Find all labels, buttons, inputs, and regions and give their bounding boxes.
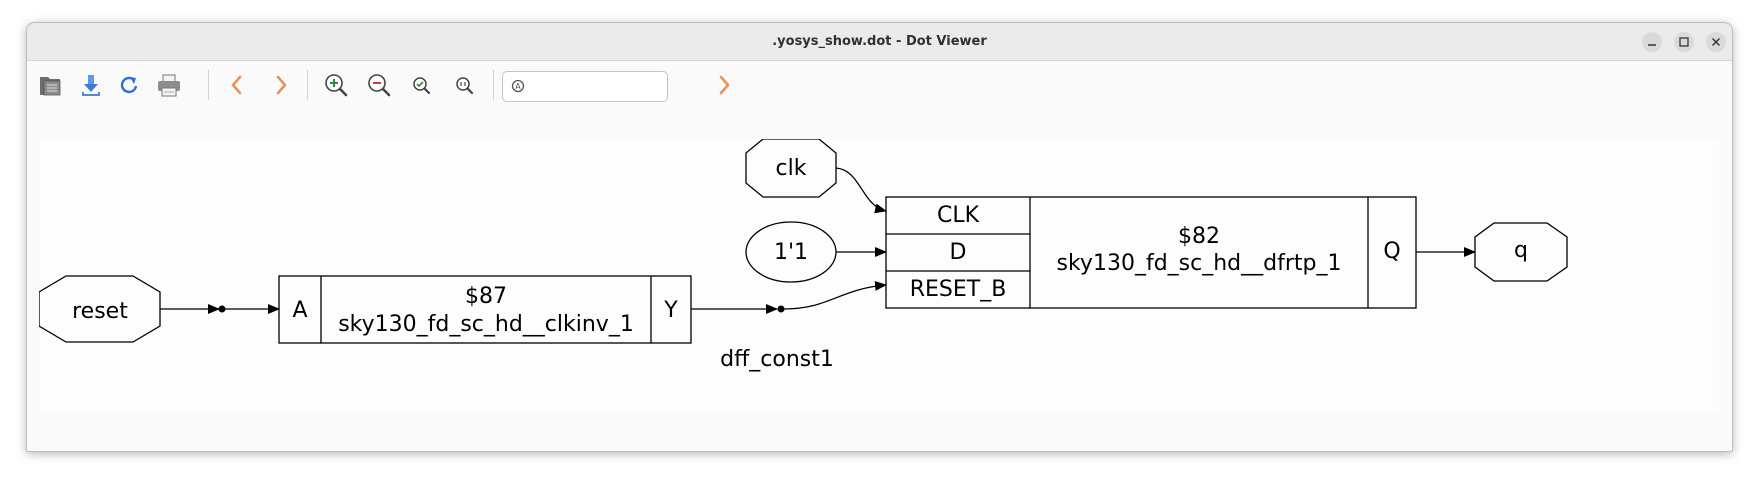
port-a-label: A (292, 298, 307, 323)
zoom-out-button[interactable] (363, 69, 395, 101)
toolbar-separator (307, 70, 308, 100)
dot-viewer-window: .yosys_show.dot - Dot Viewer (26, 22, 1733, 452)
node-clk-label: clk (776, 156, 807, 181)
zoom-fit-button[interactable] (405, 69, 437, 101)
node-reset[interactable]: reset (38, 275, 161, 343)
node-q-label: q (1514, 238, 1528, 263)
title-bar[interactable]: .yosys_show.dot - Dot Viewer (27, 23, 1732, 61)
maximize-button[interactable] (1674, 32, 1694, 52)
search-field[interactable]: A (502, 71, 668, 102)
print-button[interactable] (153, 69, 185, 101)
node-clk[interactable]: clk (745, 138, 837, 198)
node-const[interactable]: 1'1 (745, 221, 837, 283)
cell-82-type: sky130_fd_sc_hd__dfrtp_1 (1057, 251, 1342, 276)
port-y-label: Y (663, 298, 678, 323)
window-title: .yosys_show.dot - Dot Viewer (772, 34, 987, 49)
node-reset-label: reset (72, 299, 128, 324)
junction-dot (218, 305, 226, 313)
graph-canvas[interactable]: reset A $87 sky130_fd_sc_hd__clkinv_1 Y … (38, 138, 1719, 411)
toolbar-separator (208, 70, 209, 100)
chevron-right-icon (276, 75, 287, 95)
cell-82-id: $82 (1178, 224, 1220, 249)
minimize-button[interactable] (1642, 32, 1662, 52)
node-q[interactable]: q (1474, 222, 1568, 282)
reload-button[interactable] (113, 69, 145, 101)
zoom-in-icon (325, 74, 348, 97)
junction-dot (777, 305, 785, 313)
forward-button[interactable] (265, 69, 297, 101)
graph-diagram[interactable]: reset A $87 sky130_fd_sc_hd__clkinv_1 Y … (38, 138, 1719, 411)
chevron-left-icon (231, 75, 242, 95)
chevron-right-icon (719, 75, 730, 95)
zoom-in-button[interactable] (320, 69, 352, 101)
edge-to-reset-b (783, 280, 887, 310)
toolbar: A (27, 61, 1732, 109)
close-button[interactable] (1706, 32, 1726, 52)
cell-87-id: $87 (465, 284, 507, 309)
printer-icon (158, 74, 180, 97)
node-const-label: 1'1 (774, 240, 808, 265)
cell-82[interactable]: CLK D RESET_B $82 sky130_fd_sc_hd__dfrtp… (885, 196, 1417, 309)
svg-text:A: A (515, 82, 521, 91)
open-button[interactable] (35, 69, 67, 101)
refresh-icon (120, 76, 138, 94)
cell-87-type: sky130_fd_sc_hd__clkinv_1 (338, 312, 634, 337)
find-next-button[interactable] (708, 69, 740, 101)
search-input[interactable] (529, 75, 661, 97)
port-q-label: Q (1383, 239, 1400, 264)
zoom-out-icon (368, 74, 391, 97)
minimize-icon (1648, 44, 1656, 46)
net-label: dff_const1 (720, 347, 834, 372)
close-icon (1712, 38, 1720, 46)
zoom-fit-icon (413, 77, 431, 95)
edge-clk (835, 167, 887, 214)
zoom-original-icon (456, 77, 474, 95)
save-button[interactable] (75, 69, 107, 101)
back-button[interactable] (221, 69, 253, 101)
cell-87[interactable]: A $87 sky130_fd_sc_hd__clkinv_1 Y (278, 275, 692, 344)
port-reset-b-label: RESET_B (910, 277, 1007, 302)
maximize-icon (1679, 37, 1689, 47)
toolbar-separator (493, 70, 494, 100)
port-clk-label: CLK (937, 203, 980, 228)
zoom-100-button[interactable] (448, 69, 480, 101)
folder-icon (40, 77, 61, 96)
find-icon: A (511, 79, 525, 93)
download-icon (82, 75, 100, 96)
port-d-label: D (950, 240, 967, 265)
